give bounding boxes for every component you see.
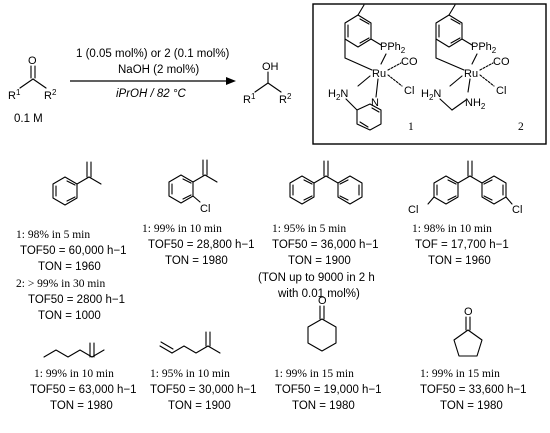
carbonyl-o-label: O bbox=[28, 55, 37, 67]
substrate-acetophenone-results: 1: 98% in 5 min TOF50 = 60,000 h−1 TON =… bbox=[16, 229, 127, 322]
hexenone-line-3: TON = 1900 bbox=[168, 400, 231, 412]
benzophenone-line-1: 1: 95% in 5 min bbox=[272, 223, 346, 235]
conditions-solvent: iPrOH / 82 °C bbox=[116, 88, 186, 100]
benzophenone-line-3: TON = 1900 bbox=[288, 255, 351, 267]
catalyst-1-label: 1 bbox=[408, 121, 414, 133]
cat2-ru: Ru bbox=[464, 68, 478, 80]
dichlorobenzophenone-line-2: TOF = 17,700 h−1 bbox=[415, 239, 509, 251]
benzophenone-line-4: (TON up to 9000 in 2 h bbox=[258, 272, 375, 284]
cyclohexanone-line-2: TOF50 = 19,000 h−1 bbox=[275, 384, 382, 396]
catalyst-1-structure: PPh2 Ru CO Cl H2N N 1 bbox=[328, 4, 418, 133]
conditions-catalyst: 1 (0.05 mol%) or 2 (0.1 mol%) bbox=[76, 48, 230, 60]
cat1-pph2: PPh2 bbox=[380, 41, 406, 55]
chloroacetophenone-line-1: 1: 99% in 10 min bbox=[142, 223, 222, 235]
acetophenone-line-3: TON = 1960 bbox=[38, 261, 101, 273]
cyclopentanone-line-3: TON = 1980 bbox=[440, 400, 503, 412]
cyclohexanone-o: O bbox=[318, 295, 327, 307]
substrate-cyclopentanone-structure: O bbox=[453, 306, 483, 357]
chloroacetophenone-line-3: TON = 1980 bbox=[165, 255, 228, 267]
chloroacetophenone-line-2: TOF50 = 28,800 h−1 bbox=[148, 239, 255, 251]
substrate-dichlorobenzophenone-structure: Cl Cl bbox=[408, 160, 522, 216]
substrate-cyclohexanone-results: 1: 99% in 15 min TOF50 = 19,000 h−1 TON … bbox=[274, 368, 382, 412]
acetophenone-line-5: TOF50 = 2800 h−1 bbox=[28, 294, 125, 306]
cyclopentanone-line-1: 1: 99% in 15 min bbox=[420, 368, 500, 380]
substrate-2-hexanone-results: 1: 99% in 10 min TOF50 = 63,000 h−1 TON … bbox=[30, 368, 137, 412]
substrate-dichlorobenzophenone-results: 1: 98% in 10 min TOF = 17,700 h−1 TON = … bbox=[412, 223, 509, 267]
product-alcohol: OH R1 R2 bbox=[243, 61, 292, 106]
substrate-2-chloroacetophenone-results: 1: 99% in 10 min TOF50 = 28,800 h−1 TON … bbox=[142, 223, 255, 267]
substrate-benzophenone-structure bbox=[289, 160, 363, 205]
cat1-pyridine-n: N bbox=[371, 97, 379, 109]
substrate-2-hexanone-structure bbox=[43, 342, 105, 358]
substrate-5-hexen-2-one-structure bbox=[159, 331, 221, 354]
hexenone-line-2: TOF50 = 30,000 h−1 bbox=[150, 384, 257, 396]
r1-label: R1 bbox=[8, 88, 21, 102]
cyclohexanone-line-1: 1: 99% in 15 min bbox=[274, 368, 354, 380]
cat1-ru: Ru bbox=[372, 68, 386, 80]
substrate-cyclopentanone-results: 1: 99% in 15 min TOF50 = 33,600 h−1 TON … bbox=[420, 368, 527, 412]
dichlorobenzophenone-line-3: TON = 1960 bbox=[428, 255, 491, 267]
product-r1-label: R1 bbox=[243, 92, 256, 106]
reaction-arrowhead bbox=[226, 77, 236, 85]
substrate-acetophenone-structure bbox=[52, 161, 102, 206]
conditions-base: NaOH (2 mol%) bbox=[118, 64, 199, 76]
cat1-cl: Cl bbox=[404, 85, 414, 97]
cat2-pph2: PPh2 bbox=[471, 41, 497, 55]
acetophenone-line-6: TON = 1000 bbox=[38, 310, 101, 322]
cyclohexanone-line-3: TON = 1980 bbox=[292, 400, 355, 412]
hexanone-line-2: TOF50 = 63,000 h−1 bbox=[30, 384, 137, 396]
cat2-h2n: H2N bbox=[421, 88, 441, 102]
substrate-cyclohexanone-structure: O bbox=[307, 295, 337, 352]
dichlorobenzophenone-line-1: 1: 98% in 10 min bbox=[412, 223, 492, 235]
r2-label: R2 bbox=[44, 88, 57, 102]
cyclopentanone-line-2: TOF50 = 33,600 h−1 bbox=[420, 384, 527, 396]
substrate-ketone: O R1 R2 0.1 M bbox=[8, 55, 57, 125]
acetophenone-line-4: 2: > 99% in 30 min bbox=[16, 278, 105, 290]
hexanone-line-3: TON = 1980 bbox=[50, 400, 113, 412]
cat1-h2n: H2N bbox=[328, 88, 348, 102]
substrate-2-chloroacetophenone-structure: Cl bbox=[168, 159, 218, 215]
cyclopentanone-o: O bbox=[464, 306, 473, 318]
chloroacetophenone-cl: Cl bbox=[200, 203, 210, 215]
acetophenone-line-2: TOF50 = 60,000 h−1 bbox=[20, 245, 127, 257]
substrate-benzophenone-results: 1: 95% in 5 min TOF50 = 36,000 h−1 TON =… bbox=[258, 223, 379, 300]
benzophenone-line-5: with 0.01 mol%) bbox=[277, 288, 360, 300]
catalyst-2-label: 2 bbox=[518, 121, 524, 133]
product-r2-label: R2 bbox=[279, 92, 292, 106]
acetophenone-line-1: 1: 98% in 5 min bbox=[16, 229, 90, 241]
cat2-co: CO bbox=[493, 56, 510, 68]
cat2-nh2: NH2 bbox=[465, 97, 486, 111]
cat2-cl: Cl bbox=[496, 85, 506, 97]
hexenone-line-1: 1: 95% in 10 min bbox=[150, 368, 230, 380]
substrate-5-hexen-2-one-results: 1: 95% in 10 min TOF50 = 30,000 h−1 TON … bbox=[150, 368, 257, 412]
reaction-arrow-group: 1 (0.05 mol%) or 2 (0.1 mol%) NaOH (2 mo… bbox=[70, 48, 236, 100]
hexanone-line-1: 1: 99% in 10 min bbox=[34, 368, 114, 380]
catalyst-2-structure: PPh2 Ru CO Cl H2N NH2 2 bbox=[421, 4, 524, 133]
benzophenone-line-2: TOF50 = 36,000 h−1 bbox=[272, 239, 379, 251]
substrate-concentration: 0.1 M bbox=[14, 113, 43, 125]
catalyst-box bbox=[312, 3, 547, 145]
cat1-co: CO bbox=[401, 56, 418, 68]
product-oh-label: OH bbox=[262, 61, 279, 73]
dichlorobenzophenone-cl-right: Cl bbox=[512, 204, 522, 216]
dichlorobenzophenone-cl-left: Cl bbox=[408, 204, 418, 216]
